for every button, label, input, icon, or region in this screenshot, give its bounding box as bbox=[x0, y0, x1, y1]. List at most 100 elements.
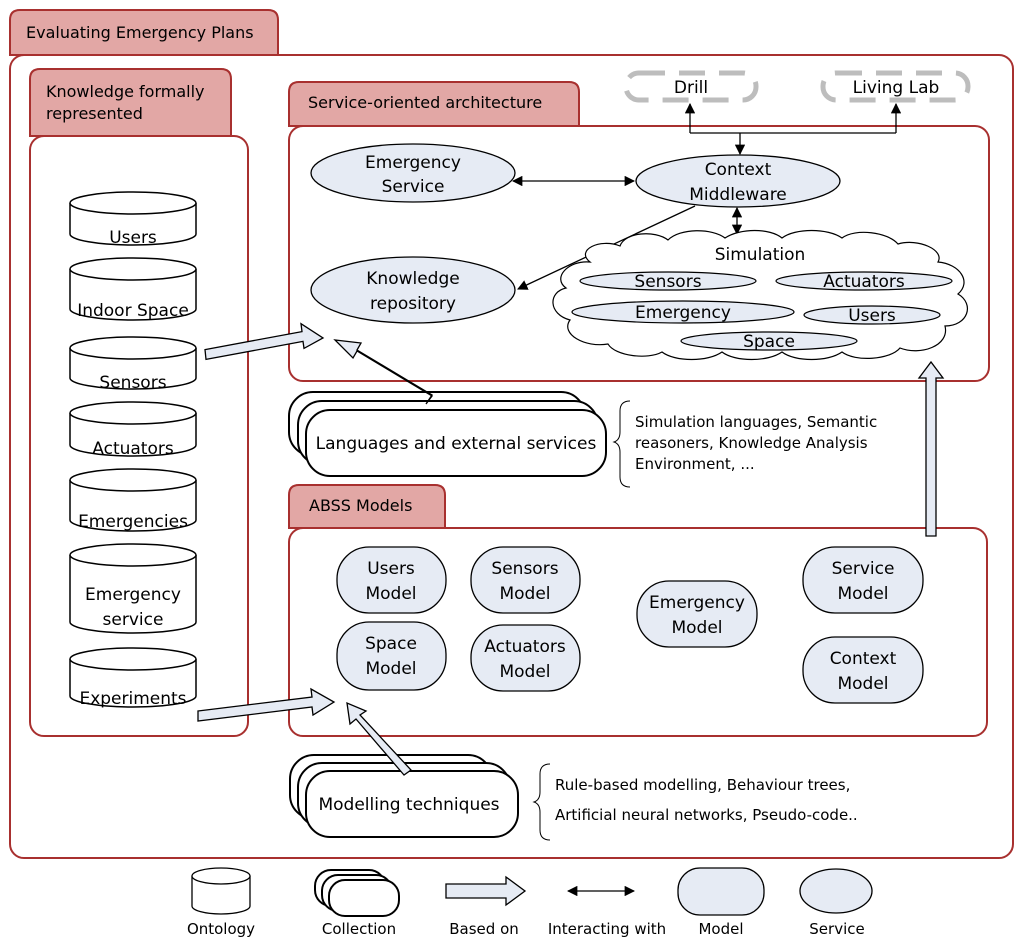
model-actuators-line2: Model bbox=[499, 662, 550, 682]
model-users-line1: Users bbox=[367, 559, 415, 579]
legend-based-on: Based on bbox=[445, 875, 527, 938]
context-middleware-line2: Middleware bbox=[689, 185, 787, 205]
model-space-line2: Model bbox=[365, 659, 416, 679]
model-space-line1: Space bbox=[365, 634, 417, 654]
modelling-brace bbox=[532, 763, 551, 841]
arrow-languages-to-repository bbox=[333, 339, 433, 405]
simulation-cloud: Simulation Sensors Actuators Emergency U… bbox=[552, 229, 968, 361]
sim-users-label: Users bbox=[848, 306, 896, 326]
languages-label: Languages and external services bbox=[316, 434, 597, 454]
modelling-note: Rule-based modelling, Behaviour trees, A… bbox=[532, 763, 858, 841]
based-on-arrows bbox=[197, 322, 945, 776]
model-context-line2: Model bbox=[837, 674, 888, 694]
drill-connectors bbox=[684, 102, 902, 156]
languages-brace bbox=[612, 400, 631, 488]
ontology-sensors: Sensors bbox=[69, 336, 197, 393]
model-context: Context Model bbox=[802, 636, 924, 704]
model-space: Space Model bbox=[336, 621, 447, 691]
abss-title: ABSS Models bbox=[309, 496, 412, 515]
sim-sensors bbox=[579, 271, 757, 291]
drill-box bbox=[623, 70, 759, 103]
model-context-line1: Context bbox=[830, 649, 897, 669]
sim-actuators-label: Actuators bbox=[823, 272, 905, 292]
model-service-line2: Model bbox=[837, 584, 888, 604]
ontology-emergency-service-label-1: Emergency bbox=[85, 585, 181, 605]
ontology-emergency-service-label-2: service bbox=[103, 610, 164, 630]
model-sensors-line1: Sensors bbox=[491, 559, 558, 579]
legend-ontology: Ontology bbox=[187, 867, 255, 938]
arrow-abss-to-soa bbox=[917, 360, 945, 537]
outer-title: Evaluating Emergency Plans bbox=[26, 23, 254, 42]
sim-space-label: Space bbox=[743, 332, 795, 352]
drill-label: Drill bbox=[674, 78, 708, 98]
outer-tab bbox=[9, 9, 279, 56]
living-lab-box bbox=[820, 70, 971, 103]
arrow-experiments-to-abss bbox=[197, 687, 336, 722]
ontology-users: Users bbox=[69, 191, 197, 248]
living-lab: Living Lab bbox=[820, 70, 971, 103]
legend-based-on-label: Based on bbox=[449, 920, 519, 938]
emergency-service-node: Emergency Service bbox=[310, 143, 516, 203]
legend-service: Service bbox=[799, 868, 873, 938]
legend-interacting: Interacting with bbox=[548, 885, 666, 938]
sim-space bbox=[680, 331, 858, 351]
languages-note-line3: Environment, ... bbox=[635, 455, 755, 473]
emergency-service-line1: Emergency bbox=[365, 153, 461, 173]
model-users: Users Model bbox=[336, 546, 447, 614]
languages-note-line1: Simulation languages, Semantic bbox=[635, 413, 877, 431]
ontology-actuators: Actuators bbox=[69, 401, 197, 459]
sim-actuators bbox=[775, 271, 953, 291]
model-sensors: Sensors Model bbox=[470, 546, 581, 614]
model-sensors-line2: Model bbox=[499, 584, 550, 604]
knowledge-title-line1: Knowledge formally bbox=[46, 82, 205, 101]
ontology-emergency-service: Emergency service bbox=[69, 543, 197, 634]
knowledge-repository-line2: repository bbox=[370, 294, 456, 314]
model-service: Service Model bbox=[802, 546, 924, 614]
drill: Drill bbox=[623, 70, 759, 103]
model-emergency: Emergency Model bbox=[636, 580, 758, 648]
knowledge-repository-node: Knowledge repository bbox=[310, 256, 516, 324]
languages-collection: Languages and external services bbox=[288, 391, 607, 477]
modelling-note-line2: Artificial neural networks, Pseudo-code.… bbox=[555, 806, 858, 824]
legend-collection-label: Collection bbox=[322, 920, 396, 938]
model-service-line1: Service bbox=[832, 559, 895, 579]
legend-collection: Collection bbox=[314, 869, 400, 938]
model-emergency-line2: Model bbox=[671, 618, 722, 638]
legend-ontology-label: Ontology bbox=[187, 920, 255, 938]
languages-note: Simulation languages, Semantic reasoners… bbox=[612, 400, 877, 488]
knowledge-repository-line1: Knowledge bbox=[366, 269, 459, 289]
knowledge-tab bbox=[29, 68, 232, 137]
legend-model-label: Model bbox=[698, 920, 743, 938]
emergency-service-line2: Service bbox=[382, 177, 445, 197]
model-users-line2: Model bbox=[365, 584, 416, 604]
model-emergency-line1: Emergency bbox=[649, 593, 745, 613]
soa-tab bbox=[288, 81, 580, 127]
ontology-sensors-label: Sensors bbox=[99, 373, 166, 393]
sim-emergency bbox=[571, 300, 795, 324]
model-actuators: Actuators Model bbox=[470, 624, 581, 692]
abss-tab bbox=[288, 484, 446, 529]
modelling-note-line1: Rule-based modelling, Behaviour trees, bbox=[555, 776, 850, 794]
sim-sensors-label: Sensors bbox=[634, 272, 701, 292]
ontology-experiments: Experiments bbox=[69, 647, 197, 709]
context-middleware-node: Context Middleware bbox=[635, 154, 841, 208]
languages-note-line2: reasoners, Knowledge Analysis bbox=[635, 434, 868, 452]
ontology-emergencies: Emergencies bbox=[69, 468, 197, 532]
legend-service-label: Service bbox=[809, 920, 864, 938]
living-lab-label: Living Lab bbox=[853, 78, 940, 98]
ontology-indoor-space-label: Indoor Space bbox=[77, 301, 189, 321]
arrow-sensors-to-soa bbox=[204, 322, 325, 361]
ontology-experiments-label: Experiments bbox=[79, 689, 186, 709]
modelling-label: Modelling techniques bbox=[318, 795, 499, 815]
sim-emergency-label: Emergency bbox=[635, 303, 731, 323]
sim-users bbox=[803, 305, 941, 325]
model-actuators-line1: Actuators bbox=[484, 637, 566, 657]
legend-model: Model bbox=[677, 867, 765, 938]
knowledge-title-line2: represented bbox=[46, 104, 143, 123]
ontology-actuators-label: Actuators bbox=[92, 439, 174, 459]
soa-title: Service-oriented architecture bbox=[308, 93, 542, 112]
simulation-title: Simulation bbox=[715, 245, 806, 265]
arrow-modelling-to-abss bbox=[346, 701, 412, 776]
legend: Ontology Collection Based on Interacting… bbox=[187, 867, 873, 938]
